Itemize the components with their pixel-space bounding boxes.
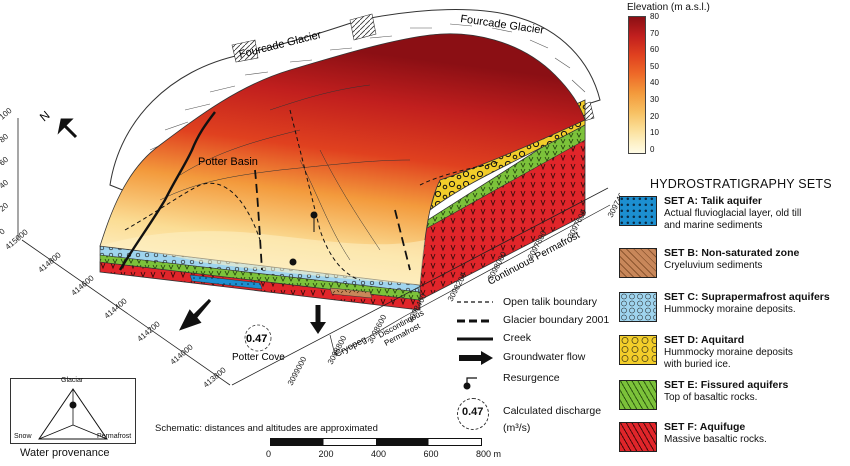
set-description: and marine sediments: [664, 220, 763, 231]
elevation-tick: 80: [650, 12, 659, 21]
set-swatch: [619, 196, 657, 226]
northing-tick: 414400: [103, 296, 130, 320]
vertical-tick: 0: [0, 226, 7, 236]
vertical-tick: 60: [0, 155, 11, 168]
vertical-tick: 80: [0, 132, 11, 145]
elevation-tick: 20: [650, 111, 659, 121]
symbol-icons: [457, 301, 493, 390]
provenance-triangle: [38, 388, 108, 440]
set-description: Hummocky moraine deposits.: [664, 304, 796, 315]
symbol-label: Calculated discharge: [503, 405, 602, 417]
symbol-label: Resurgence: [503, 372, 560, 384]
scale-tick: 600: [423, 449, 439, 459]
easting-tick: 3097400: [606, 187, 620, 219]
cove-discharge-value: 0.47: [246, 333, 267, 345]
northing-tick: 414200: [136, 319, 163, 343]
set-swatch: [619, 292, 657, 322]
set-title: SET F: Aquifuge: [664, 421, 746, 433]
basin-label: Potter Basin: [198, 156, 258, 168]
terrain-surface: [99, 33, 586, 286]
vertical-tick: 100: [0, 106, 14, 122]
set-description: Top of basaltic rocks.: [664, 392, 758, 403]
set-swatch: [619, 335, 657, 365]
set-description: Actual fluvioglacial layer, old till: [664, 208, 802, 219]
elevation-colorbar: [628, 16, 646, 154]
set-title: SET D: Aquitard: [664, 334, 745, 346]
elevation-tick: 50: [650, 61, 659, 71]
discharge-unit: (m³/s): [503, 422, 531, 434]
north-label: N: [37, 108, 53, 124]
scale-tick: 0: [266, 449, 272, 459]
set-description: Cryeluvium sediments: [664, 260, 763, 271]
northing-tick: 414800: [37, 250, 64, 274]
block-diagram: Fourcade Glacier Fourcade Glacier Potter…: [0, 9, 620, 390]
vertical-axis-ticks: 100 80 60 40 20 0: [0, 106, 14, 237]
discharge-value: 0.47: [462, 406, 484, 418]
vertical-tick: 20: [0, 201, 11, 214]
north-arrow-icon: [57, 118, 78, 139]
easting-tick: 3099000: [286, 355, 309, 387]
set-description: with buried ice.: [664, 359, 731, 370]
provenance-glaciar: Glaciar: [61, 377, 84, 384]
set-description: Massive basaltic rocks.: [664, 434, 767, 445]
set-title: SET A: Talik aquifer: [664, 195, 763, 207]
northing-tick: 415000: [4, 227, 31, 251]
provenance-snow: Snow: [14, 433, 32, 440]
provenance-permafrost: Permafrost: [97, 433, 132, 440]
symbol-label: Groundwater flow: [503, 351, 586, 363]
scale-tick: 200: [318, 449, 334, 459]
elevation-legend-title: Elevation (m a.s.l.): [627, 2, 710, 13]
groundwater-arrow: [178, 298, 212, 331]
set-swatch: [619, 380, 657, 410]
provenance-title: Water provenance: [20, 447, 110, 459]
set-title: SET E: Fissured aquifers: [664, 379, 789, 391]
elevation-tick: 60: [650, 45, 659, 55]
elevation-tick: 40: [650, 78, 659, 88]
provenance-box: Glaciar Snow Permafrost: [10, 377, 136, 444]
scale-tick: 400: [371, 449, 387, 459]
vertical-tick: 40: [0, 178, 11, 191]
elevation-tick: 10: [650, 128, 659, 138]
northing-tick: 413800: [202, 365, 229, 389]
set-description: Hummocky moraine deposits: [664, 347, 793, 358]
discharge-circle-icon: [457, 398, 489, 430]
northing-tick: 414600: [70, 273, 97, 297]
scale-bar: [270, 438, 482, 446]
scale-tick: 800 m: [476, 449, 502, 459]
creek-line: [118, 111, 216, 271]
cove-discharge-circle: [244, 324, 272, 352]
elevation-tick: 70: [650, 28, 659, 38]
resurgence-marker: [310, 211, 318, 219]
set-swatch: [619, 248, 657, 278]
schematic-note: Schematic: distances and altitudes are a…: [155, 423, 378, 434]
elevation-tick: 30: [650, 95, 659, 104]
set-title: SET B: Non-saturated zone: [664, 247, 800, 259]
symbol-label: Glacier boundary 2001: [503, 314, 610, 326]
set-swatch: [619, 422, 657, 452]
elevation-tick: 0: [650, 144, 655, 154]
set-title: SET C: Suprapermafrost aquifers: [664, 291, 830, 303]
hydro-heading: HYDROSTRATIGRAPHY SETS: [650, 177, 832, 191]
cove-label: Potter Cove: [232, 352, 285, 363]
resurgence-marker: [289, 258, 297, 266]
symbol-label: Open talik boundary: [503, 296, 597, 308]
symbol-label: Creek: [503, 332, 532, 344]
northing-tick: 414000: [169, 342, 196, 366]
